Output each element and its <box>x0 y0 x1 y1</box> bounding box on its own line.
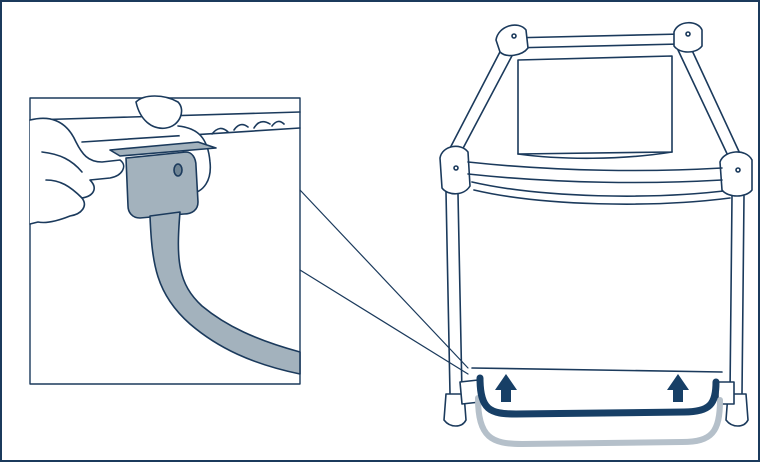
front-top-rail <box>467 161 723 172</box>
arrow-up-icon <box>495 374 517 402</box>
front-bottom-rail <box>471 367 723 373</box>
corner-front-left-dot <box>453 165 459 171</box>
back-panel <box>517 55 673 155</box>
corner-back-left <box>495 24 529 57</box>
clip-plate <box>125 151 199 219</box>
front-left-post <box>445 191 463 395</box>
corner-back-left-dot <box>511 33 517 39</box>
arrow-up-icon <box>667 374 689 402</box>
corner-back-right <box>673 21 703 53</box>
back-right-post <box>677 45 743 161</box>
back-top-rail <box>507 33 683 39</box>
floor-front-edge-2 <box>473 189 731 205</box>
base-bar-raised <box>476 374 720 418</box>
front-right-post <box>729 195 745 395</box>
inset-rivets <box>211 120 285 135</box>
floor-front-edge <box>471 181 733 197</box>
floor-back-edge <box>517 151 673 160</box>
foot-front-left <box>443 393 467 427</box>
zoom-line-lower <box>299 269 469 375</box>
front-top-rail-inner <box>467 173 723 184</box>
clip-top <box>109 141 217 157</box>
clip-hole <box>173 163 183 177</box>
hand-finger-line-2 <box>45 179 83 199</box>
corner-back-right-dot <box>685 31 691 37</box>
hand-finger-line-1 <box>41 151 83 173</box>
detail-inset <box>29 95 301 385</box>
back-top-rail-inner <box>509 43 681 49</box>
back-left-post <box>447 47 515 155</box>
base-bar-lowered <box>475 395 723 448</box>
corner-front-right <box>719 151 753 197</box>
zoom-line-upper <box>299 189 469 369</box>
hand-outline <box>29 117 125 225</box>
playard-illustration <box>439 21 753 427</box>
hand-thumb <box>135 95 183 129</box>
corner-front-right-dot <box>735 167 741 173</box>
strap <box>149 211 301 375</box>
